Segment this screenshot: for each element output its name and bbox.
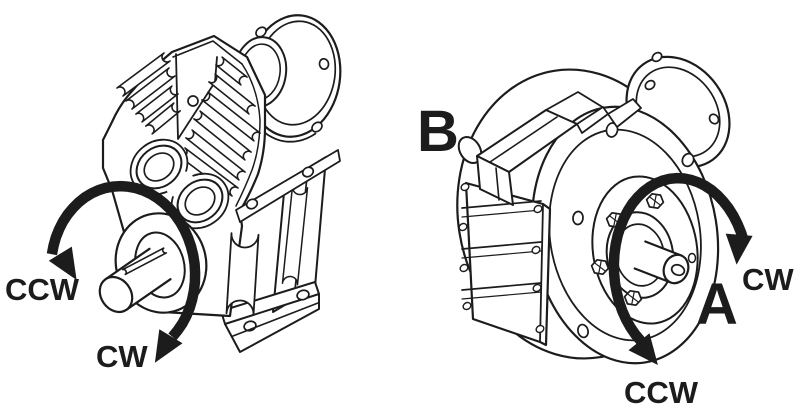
line-art-segment xyxy=(607,98,642,128)
line-art-segment xyxy=(476,155,514,206)
line-art-segment xyxy=(125,278,172,311)
line-art-segment xyxy=(104,247,151,281)
line-art-segment xyxy=(539,203,544,343)
line-art-segment xyxy=(187,95,199,107)
line-art-segment xyxy=(535,324,545,334)
line-art-segment xyxy=(681,152,695,168)
left-cw-label: CW xyxy=(96,339,148,374)
line-art-segment xyxy=(687,252,697,264)
line-art-segment xyxy=(121,247,168,276)
line-art-segment xyxy=(232,302,319,337)
line-art-segment xyxy=(458,222,468,232)
line-art-segment xyxy=(225,232,260,316)
line-art-segment xyxy=(281,185,309,286)
line-art-segment xyxy=(301,166,315,178)
line-art-segment xyxy=(532,283,542,293)
line-art-segment xyxy=(631,290,635,306)
line-art-segment xyxy=(48,246,77,280)
line-art-segment xyxy=(208,73,256,115)
line-art-segment xyxy=(296,289,310,301)
line-art-segment xyxy=(608,172,749,351)
line-art-segment xyxy=(598,259,602,275)
line-art-segment xyxy=(577,323,589,339)
left-joint-band xyxy=(235,149,341,223)
left-gear-unit xyxy=(98,14,342,353)
line-art-segment xyxy=(143,152,175,182)
right-cw-label: CW xyxy=(742,262,794,297)
line-art-segment xyxy=(461,200,542,209)
line-art-segment xyxy=(461,282,542,291)
line-art-segment xyxy=(651,51,663,63)
line-art-segment xyxy=(235,63,261,207)
line-art-segment xyxy=(193,110,252,161)
line-art-segment xyxy=(725,233,753,265)
line-art-segment xyxy=(462,301,472,311)
line-art-segment xyxy=(154,329,183,363)
right-fins xyxy=(458,181,552,347)
line-art-segment xyxy=(653,193,657,209)
line-art-segment xyxy=(572,210,584,226)
line-art-segment xyxy=(311,121,323,133)
line-art-segment xyxy=(644,79,656,91)
line-art-segment xyxy=(533,204,543,214)
line-art-segment xyxy=(459,263,469,273)
left-foot xyxy=(220,281,320,353)
line-art-segment xyxy=(224,293,320,353)
right-ccw-label: CCW xyxy=(624,375,699,409)
line-art-segment xyxy=(215,56,248,86)
line-art-segment xyxy=(633,267,672,284)
left-ccw-label: CCW xyxy=(5,272,80,307)
line-art-segment xyxy=(613,212,617,228)
left-output-shaft-keyway xyxy=(121,247,168,276)
line-art-segment xyxy=(628,333,658,365)
line-art-segment xyxy=(318,57,330,71)
line-art-segment xyxy=(46,180,201,341)
left-column xyxy=(272,156,327,313)
right-housing xyxy=(476,91,642,206)
line-art-segment xyxy=(489,116,558,163)
line-art-segment xyxy=(185,129,246,181)
line-art-segment xyxy=(461,250,542,259)
line-art-segment xyxy=(708,113,720,125)
line-art-segment xyxy=(116,52,171,97)
line-art-segment xyxy=(255,26,267,38)
line-art-segment xyxy=(495,167,500,201)
line-art-segment xyxy=(245,198,259,210)
right-a-label: A xyxy=(696,272,738,337)
line-art-segment xyxy=(670,263,686,277)
rotation-labels: CCW CW B A CW CCW xyxy=(5,99,794,409)
left-output-hub xyxy=(98,212,208,314)
line-art-segment xyxy=(461,291,542,300)
line-art-segment xyxy=(461,241,542,250)
right-gear-unit: CCW CW B A CW CCW xyxy=(5,51,794,409)
line-art-segment xyxy=(644,240,683,257)
line-art-segment xyxy=(98,275,134,314)
line-art-segment xyxy=(135,85,179,123)
line-art-segment xyxy=(531,245,541,255)
line-art-segment xyxy=(172,40,243,65)
left-rotation-arrow-icon xyxy=(46,180,201,363)
line-art-segment xyxy=(175,53,218,140)
left-bore-bosses xyxy=(129,138,230,230)
line-art-segment xyxy=(461,209,542,218)
line-art-segment xyxy=(460,182,470,192)
line-art-segment xyxy=(545,91,605,111)
line-art-segment xyxy=(145,102,181,135)
line-art-segment xyxy=(184,186,216,216)
line-art-segment xyxy=(201,91,261,142)
line-art-segment xyxy=(125,67,176,110)
right-rotation-arrow-icon xyxy=(608,172,753,365)
right-b-label: B xyxy=(417,99,459,164)
